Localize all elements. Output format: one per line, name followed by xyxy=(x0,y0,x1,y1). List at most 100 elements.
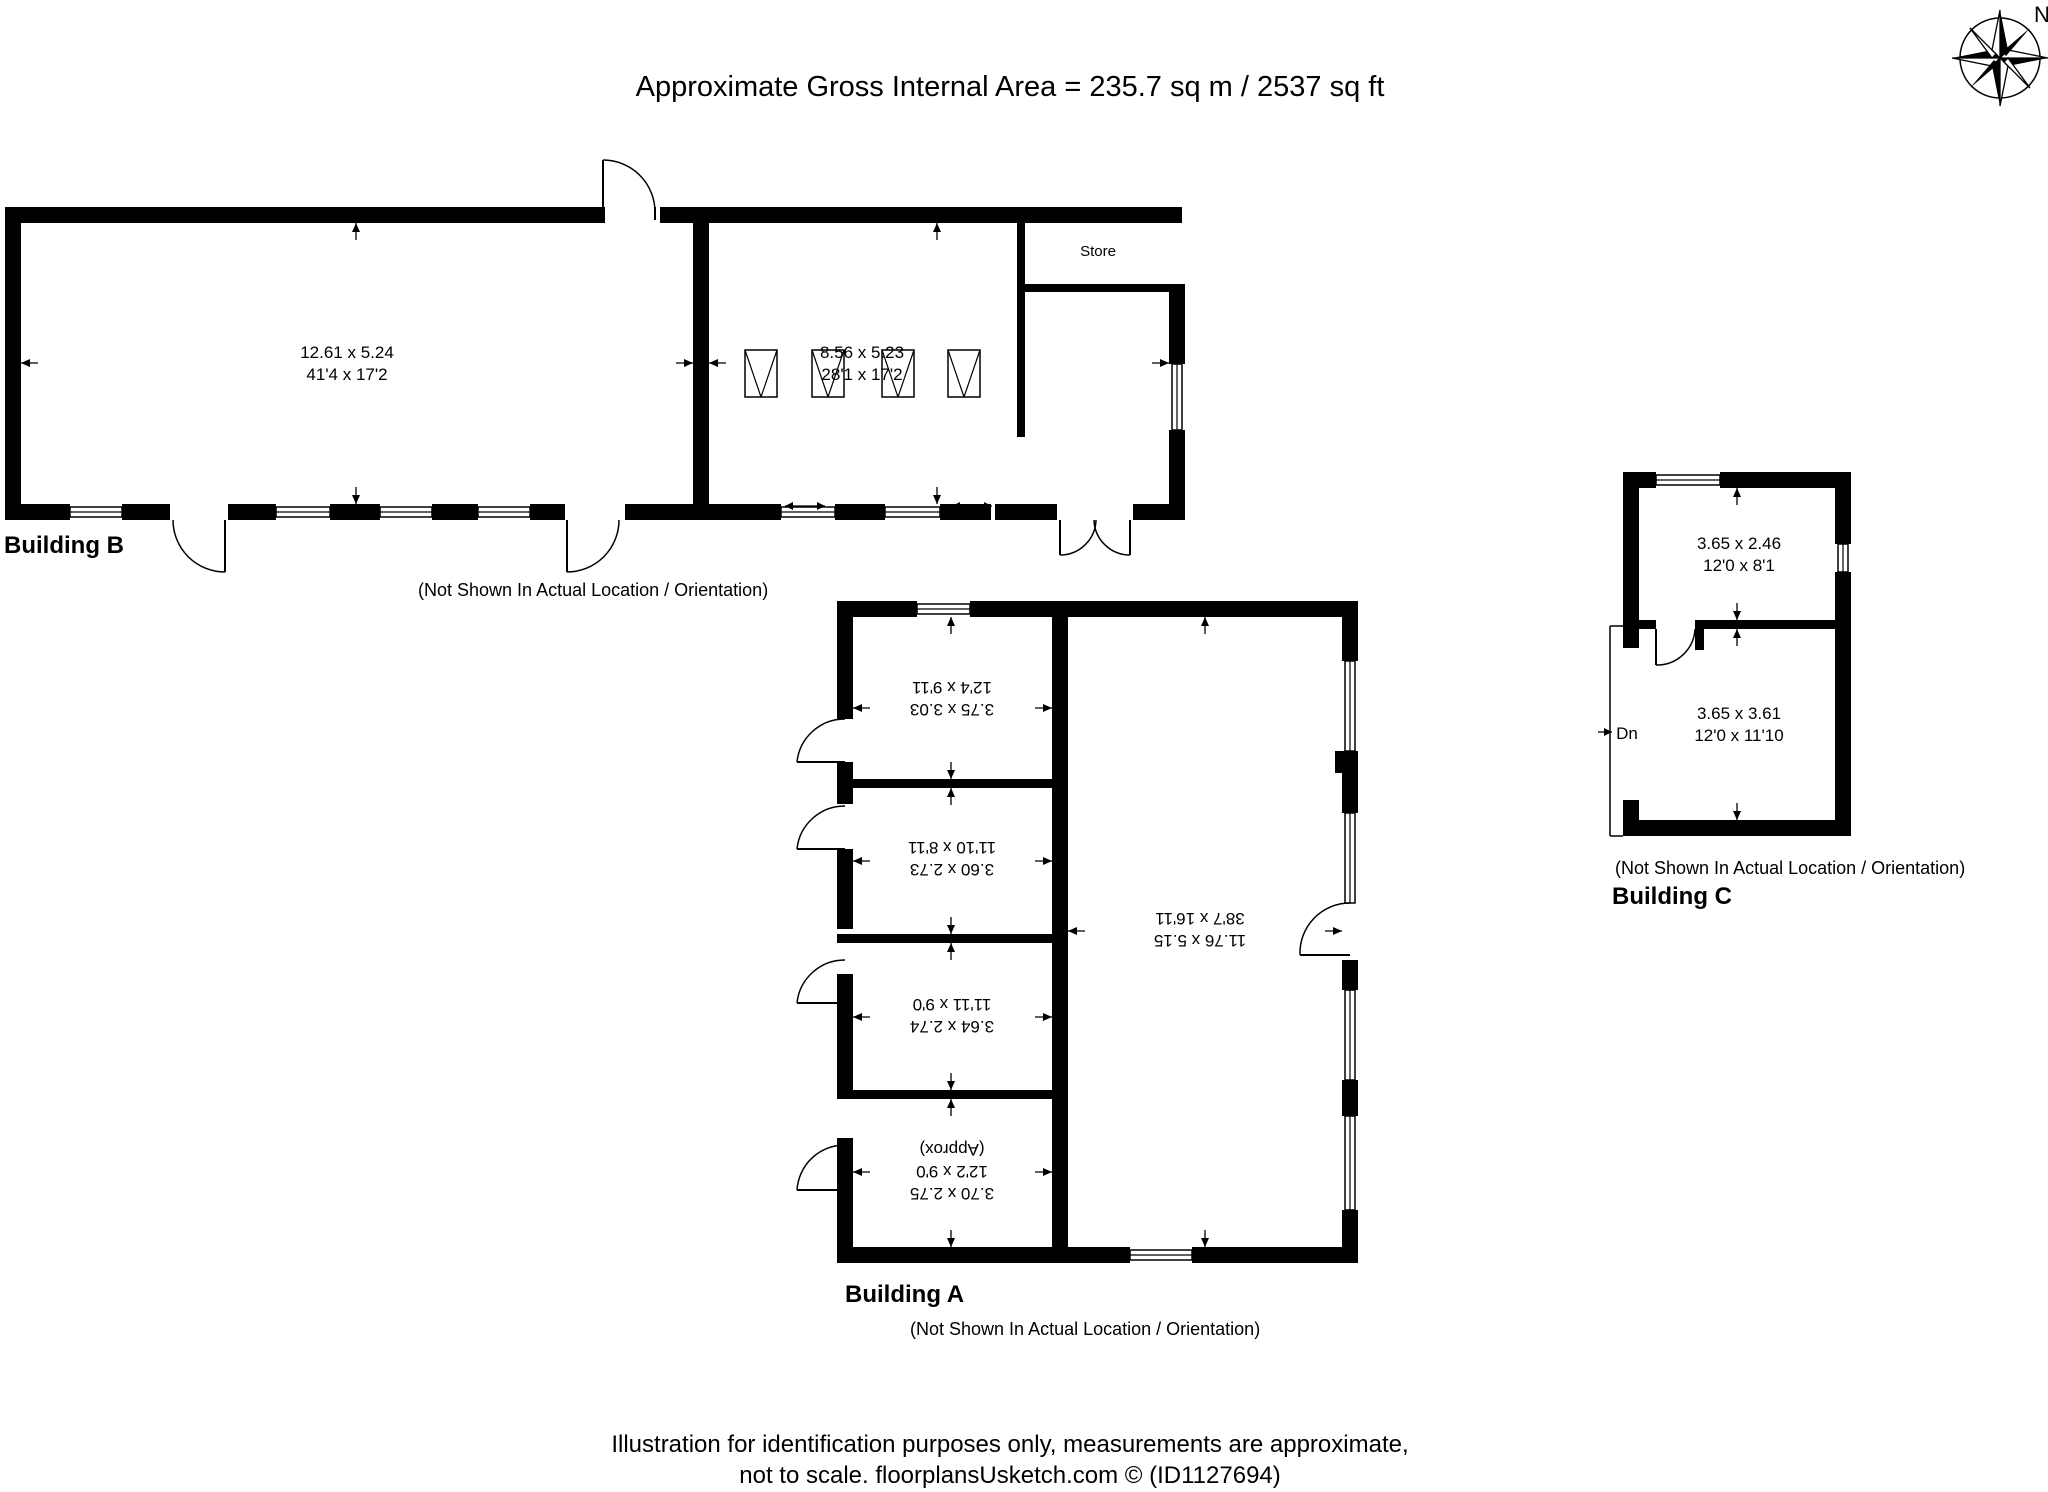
building-b-note: (Not Shown In Actual Location / Orientat… xyxy=(418,580,768,600)
door xyxy=(796,1144,846,1191)
dimension-arrow xyxy=(1201,1230,1209,1247)
dimension-arrow xyxy=(785,502,825,510)
building-c: Dn 3.65 x 2.46 12'0 x 8'1 3.65 x 3.61 12… xyxy=(1598,472,1965,910)
window xyxy=(1129,1249,1193,1261)
door xyxy=(796,718,846,763)
dimension-arrow xyxy=(1035,857,1052,865)
dimension-arrow xyxy=(1733,803,1741,820)
dimension-arrow xyxy=(947,788,955,805)
room-approx-note: (Approx) xyxy=(919,1140,984,1159)
dimension-arrow xyxy=(947,1230,955,1247)
room-dimensions-metric: 11.76 x 5.15 xyxy=(1154,931,1246,950)
room-dimensions-imperial: 28'1 x 17'2 xyxy=(821,365,902,384)
building-c-note: (Not Shown In Actual Location / Orientat… xyxy=(1615,858,1965,878)
north-compass-icon: N xyxy=(1951,2,2048,107)
skylight xyxy=(744,349,778,398)
dimension-arrow xyxy=(1201,617,1209,634)
disclaimer-line-1: Illustration for identification purposes… xyxy=(611,1431,1408,1458)
dimension-arrow xyxy=(352,487,360,504)
dimension-arrow xyxy=(947,943,955,960)
building-a-note: (Not Shown In Actual Location / Orientat… xyxy=(910,1319,1260,1339)
dimension-arrow xyxy=(1068,927,1085,935)
dimension-arrow xyxy=(947,762,955,779)
window xyxy=(1344,1115,1356,1211)
room-dimensions-imperial: 38'7 x 16'11 xyxy=(1155,909,1244,928)
window xyxy=(69,506,123,518)
building-b-label: Building B xyxy=(4,532,124,559)
dimension-arrow xyxy=(21,359,38,367)
skylight xyxy=(881,349,915,398)
dimension-arrow xyxy=(947,617,955,634)
room-dimensions-imperial: 12'0 x 8'1 xyxy=(1703,556,1775,575)
room-dimensions-metric: 3.75 x 3.03 xyxy=(910,700,994,719)
window xyxy=(1655,474,1721,486)
dimension-arrow xyxy=(853,857,870,865)
window xyxy=(379,506,433,518)
dimension-arrow xyxy=(709,359,726,367)
window xyxy=(780,506,836,518)
dimension-arrow xyxy=(947,1073,955,1090)
window xyxy=(1171,363,1183,431)
room-dimensions-imperial: 11'10 x 8'11 xyxy=(908,838,996,857)
double-door xyxy=(1059,519,1131,556)
building-c-label: Building C xyxy=(1612,883,1732,910)
room-dimensions-metric: 3.64 x 2.74 xyxy=(910,1017,994,1036)
dimension-arrow xyxy=(1035,1013,1052,1021)
dimension-arrow xyxy=(1733,629,1741,646)
store-label: Store xyxy=(1080,243,1116,260)
window xyxy=(477,506,531,518)
door xyxy=(172,519,226,573)
door xyxy=(1299,902,1351,956)
building-a: 3.75 x 3.03 12'4 x 9'11 3.60 x 2.73 11'1… xyxy=(796,601,1358,1339)
dimension-arrow xyxy=(952,502,992,510)
window xyxy=(275,506,331,518)
skylight xyxy=(811,349,845,398)
window xyxy=(1344,812,1356,904)
dimension-arrow xyxy=(947,1099,955,1116)
dimension-arrow xyxy=(1733,603,1741,620)
dimension-arrow xyxy=(947,917,955,934)
window xyxy=(1837,543,1849,573)
dimension-arrow xyxy=(853,704,870,712)
dimension-arrow xyxy=(1152,359,1169,367)
skylight xyxy=(947,349,981,398)
window xyxy=(884,506,941,518)
door xyxy=(1655,628,1696,666)
door xyxy=(602,159,656,220)
stairs-down-label: Dn xyxy=(1616,724,1638,743)
stairs: Dn xyxy=(1598,625,1638,837)
room-dimensions-metric: 12.61 x 5.24 xyxy=(300,343,394,362)
gross-area-title: Approximate Gross Internal Area = 235.7 … xyxy=(636,71,1385,103)
room-dimensions-imperial: 12'4 x 9'11 xyxy=(912,678,992,697)
building-b: 12.61 x 5.24 41'4 x 17'2 8.56 x 5.23 28'… xyxy=(4,159,1185,600)
dimension-arrow xyxy=(1325,927,1342,935)
room-dimensions-metric: 3.70 x 2.75 xyxy=(910,1184,994,1203)
dimension-arrow xyxy=(853,1168,870,1176)
dimension-arrow xyxy=(676,359,693,367)
dimension-arrow xyxy=(1035,1168,1052,1176)
room-dimensions-imperial: 41'4 x 17'2 xyxy=(306,365,387,384)
dimension-arrow xyxy=(1035,704,1052,712)
window xyxy=(916,603,971,615)
window xyxy=(1344,660,1356,752)
window xyxy=(1344,989,1356,1081)
door xyxy=(566,519,620,573)
room-dimensions-metric: 3.65 x 3.61 xyxy=(1697,704,1781,723)
building-a-label: Building A xyxy=(845,1281,964,1308)
room-dimensions-imperial: 11'11 x 9'0 xyxy=(913,995,992,1014)
room-dimensions-metric: 3.60 x 2.73 xyxy=(910,860,994,879)
room-dimensions-metric: 3.65 x 2.46 xyxy=(1697,534,1781,553)
door xyxy=(796,805,846,850)
dimension-arrow xyxy=(352,223,360,240)
compass-north-label: N xyxy=(2034,2,2048,27)
room-dimensions-metric: 8.56 x 5.23 xyxy=(820,343,904,362)
room-dimensions-imperial: 12'0 x 11'10 xyxy=(1694,726,1783,745)
disclaimer-line-2: not to scale. floorplansUsketch.com © (I… xyxy=(739,1462,1281,1489)
dimension-arrow xyxy=(933,487,941,504)
dimension-arrow xyxy=(1733,488,1741,505)
room-dimensions-imperial: 12'2 x 9'0 xyxy=(916,1162,988,1181)
dimension-arrow xyxy=(933,223,941,240)
door xyxy=(796,959,846,1004)
dimension-arrow xyxy=(853,1013,870,1021)
